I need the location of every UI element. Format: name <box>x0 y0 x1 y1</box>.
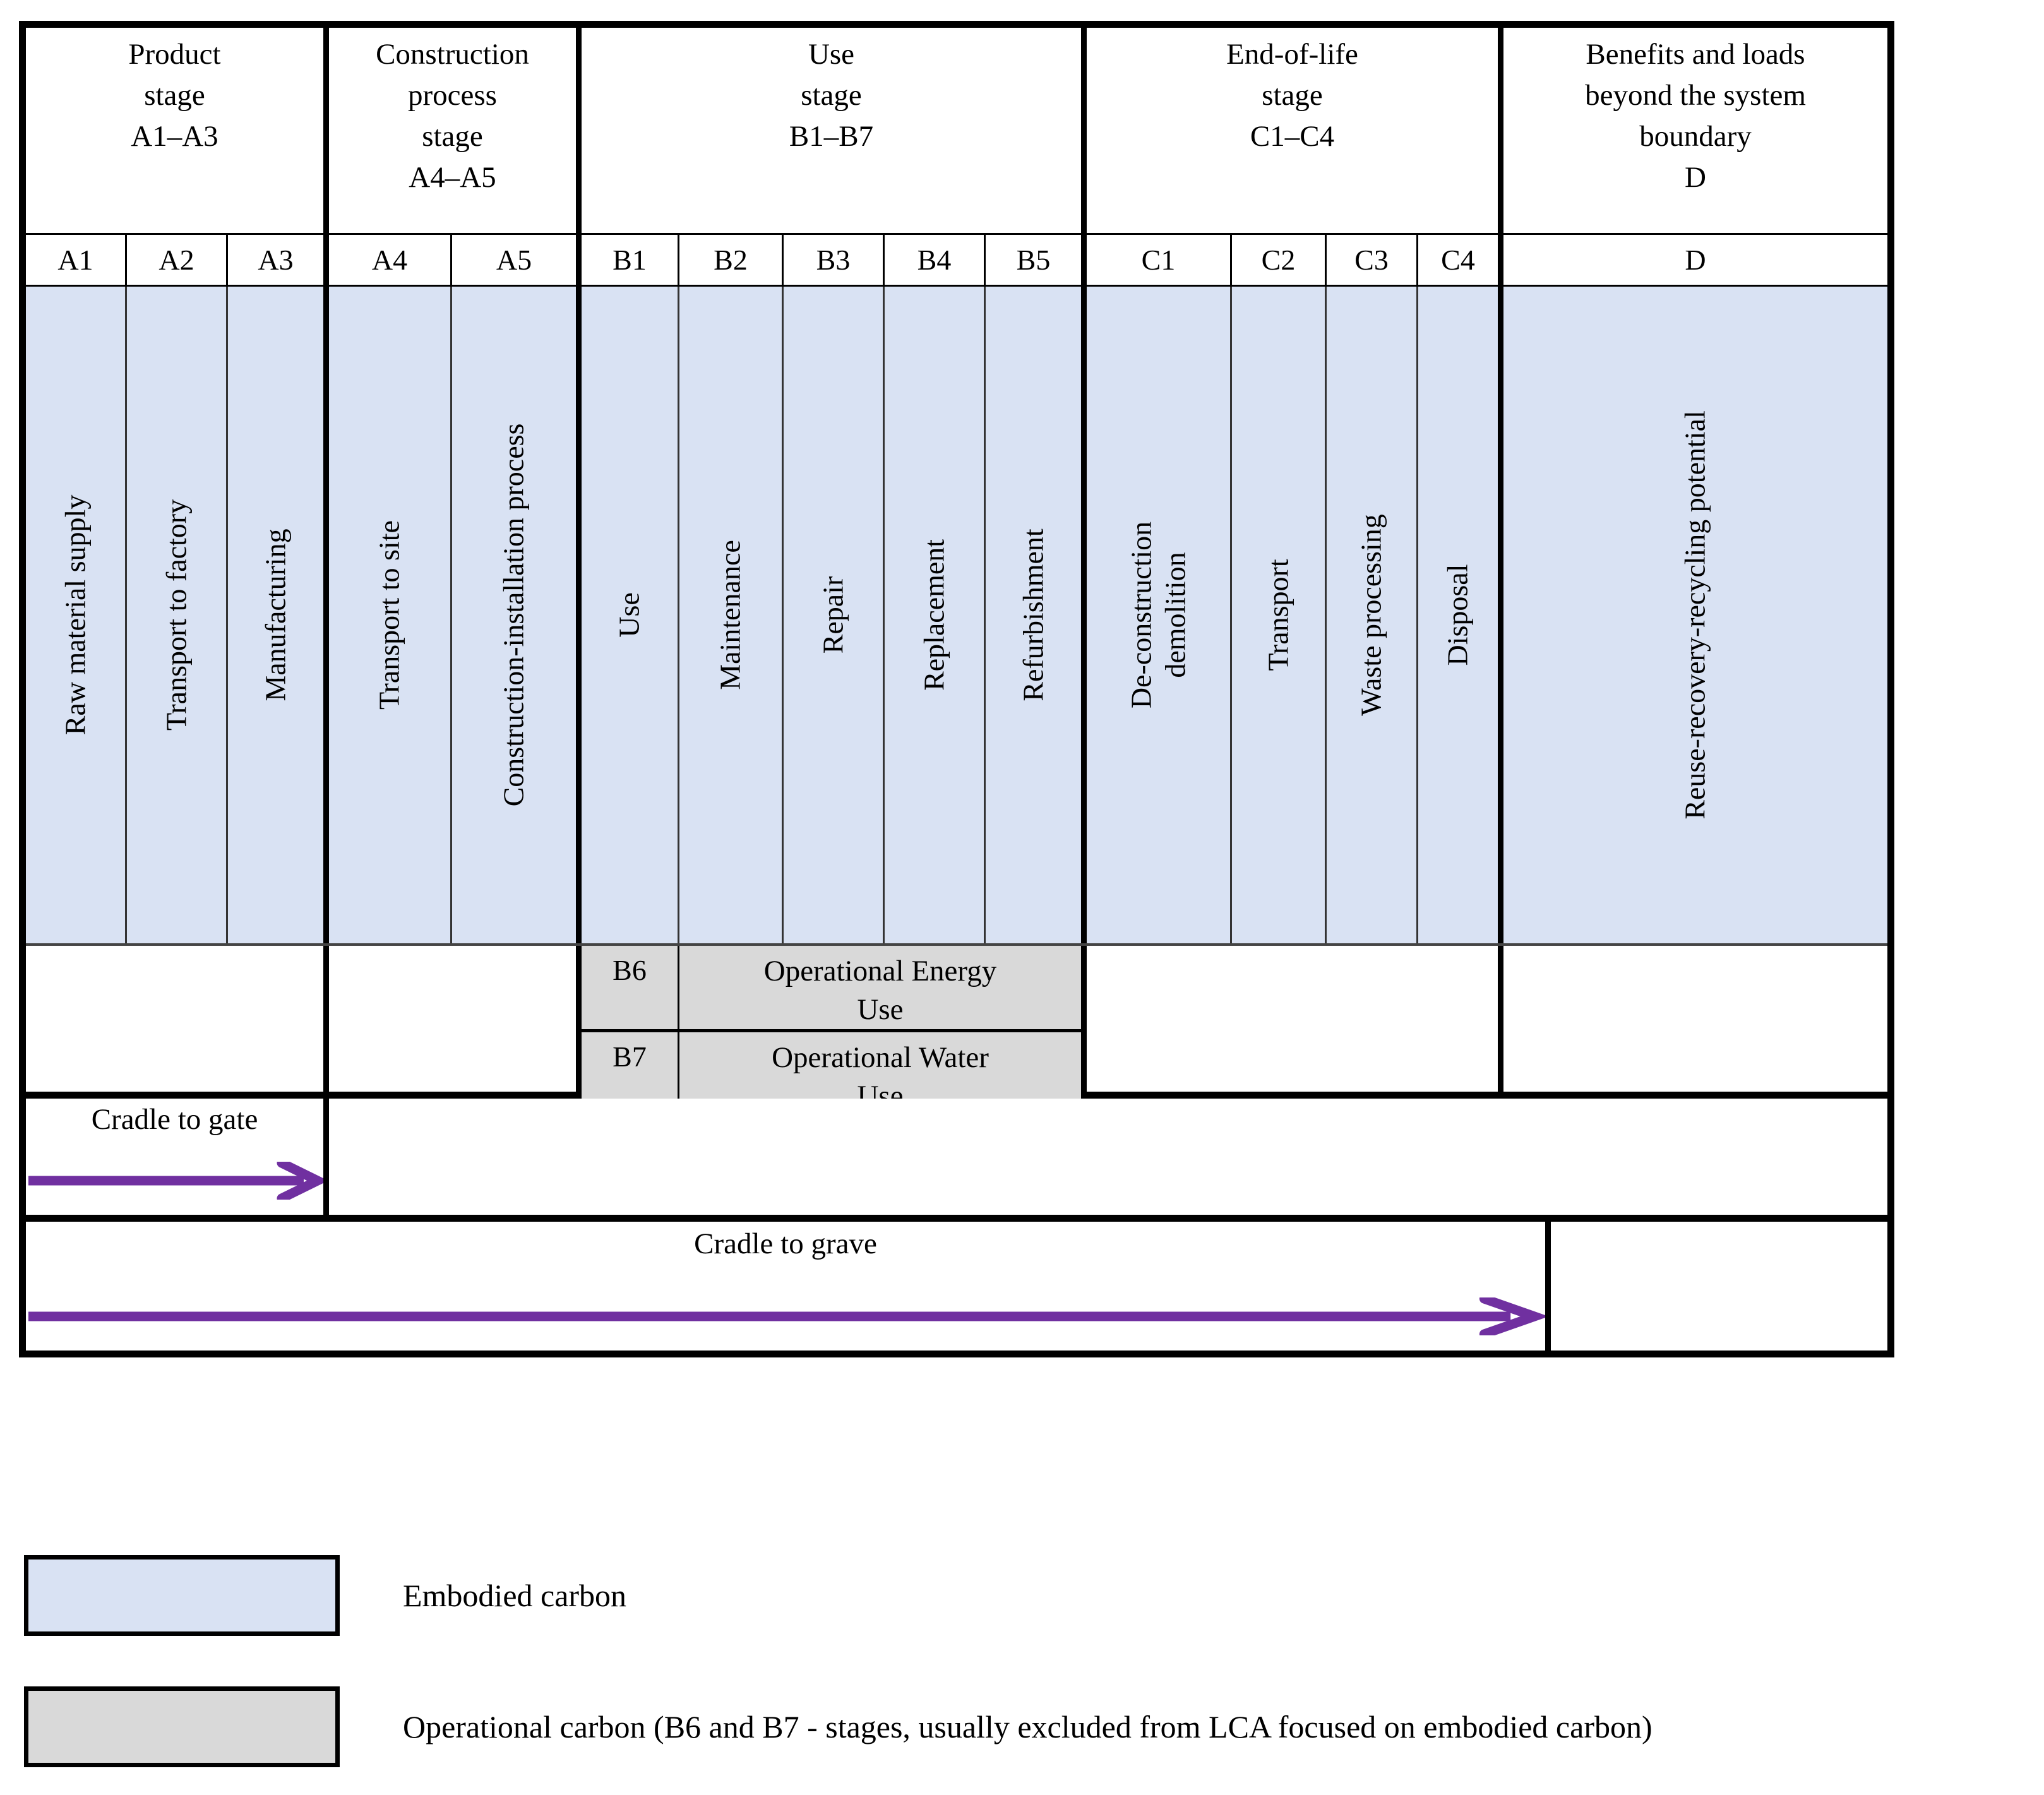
module-label-a3: Manufacturing <box>259 528 292 701</box>
stage-header-line: Construction <box>376 38 529 71</box>
operational-carbon-row: B6 Operational Energy Use B7 Operational… <box>26 943 1887 1116</box>
legend-swatch-operational <box>24 1686 340 1767</box>
stage-header-line: B1–B7 <box>789 119 874 153</box>
module-label-d: Reuse-recovery-recycling potential <box>1678 410 1711 820</box>
stage-header-line: beyond the system <box>1585 78 1806 112</box>
module-label-a5: Construction-installation process <box>497 423 530 807</box>
operational-blank-product <box>26 946 329 1092</box>
stage-header-use: Use stage B1–B7 <box>582 28 1087 233</box>
module-cell-a3: Manufacturing <box>228 287 329 943</box>
module-label-c4: Disposal <box>1441 564 1474 666</box>
embodied-carbon-band: Raw material supply Transport to factory… <box>26 285 1887 943</box>
legend-swatch-embodied <box>24 1555 340 1636</box>
stage-header-end-of-life: End-of-life stage C1–C4 <box>1087 28 1503 233</box>
stage-header-line: C1–C4 <box>1250 119 1335 153</box>
module-cell-a2: Transport to factory <box>127 287 228 943</box>
module-cell-b5: Refurbishment <box>986 287 1087 943</box>
module-cell-d: Reuse-recovery-recycling potential <box>1503 287 1887 943</box>
module-label-b4: Replacement <box>917 539 950 691</box>
stage-header-row: Product stage A1–A3 Construction process… <box>26 28 1887 233</box>
stage-header-line: stage <box>422 119 483 153</box>
operational-label-b6: Operational Energy Use <box>763 955 997 1027</box>
module-code-b4: B4 <box>885 235 986 285</box>
module-cell-a5: Construction-installation process <box>452 287 582 943</box>
module-label-b2: Maintenance <box>714 540 746 690</box>
module-code-b2: B2 <box>679 235 784 285</box>
stage-header-line: stage <box>144 78 205 112</box>
operational-blank-benefits <box>1503 946 1887 1092</box>
operational-carbon-stack: B6 Operational Energy Use B7 Operational… <box>582 946 1087 1116</box>
legend-item-embodied: Embodied carbon <box>24 1548 1981 1643</box>
cradle-to-gate-arrow <box>26 1162 323 1200</box>
cradle-to-gate-empty-area <box>329 1099 1887 1215</box>
module-cell-c3: Waste processing <box>1327 287 1418 943</box>
module-code-c1: C1 <box>1087 235 1232 285</box>
module-label-a1: Raw material supply <box>59 494 92 736</box>
stage-header-line: process <box>408 78 497 112</box>
cradle-to-grave-arrow <box>26 1297 1545 1335</box>
cradle-to-grave-row: Cradle to grave <box>26 1215 1887 1351</box>
stage-header-line: A1–A3 <box>131 119 218 153</box>
module-cell-c2: Transport <box>1232 287 1327 943</box>
stage-header-benefits-loads: Benefits and loads beyond the system bou… <box>1503 28 1887 233</box>
module-code-c3: C3 <box>1327 235 1418 285</box>
operational-code-b6: B6 <box>582 946 679 1030</box>
stage-header-line: End-of-life <box>1226 38 1358 71</box>
operational-blank-end-of-life <box>1087 946 1503 1092</box>
module-label-b3: Repair <box>816 576 849 654</box>
cradle-to-gate-row: Cradle to gate <box>26 1092 1887 1215</box>
stage-header-line: stage <box>1262 78 1323 112</box>
module-code-row: A1 A2 A3 A4 A5 B1 B2 B3 B4 B5 C1 C2 C3 C… <box>26 233 1887 285</box>
module-cell-c1: De-construction demolition <box>1087 287 1232 943</box>
stage-header-line: Use <box>808 38 855 71</box>
module-code-b5: B5 <box>986 235 1087 285</box>
cradle-to-grave-empty-area <box>1551 1222 1887 1351</box>
cradle-to-gate-label: Cradle to gate <box>91 1103 258 1136</box>
stage-header-product: Product stage A1–A3 <box>26 28 329 233</box>
operational-row-b6: B6 Operational Energy Use <box>582 946 1081 1030</box>
cradle-to-grave-scope: Cradle to grave <box>26 1222 1551 1351</box>
stage-header-line: Product <box>128 38 221 71</box>
legend: Embodied carbon Operational carbon (B6 a… <box>24 1548 1981 1774</box>
module-cell-b1: Use <box>582 287 679 943</box>
stage-header-line: stage <box>801 78 862 112</box>
module-code-a1: A1 <box>26 235 127 285</box>
stage-header-line: A4–A5 <box>409 160 496 194</box>
module-code-a3: A3 <box>228 235 329 285</box>
lca-stages-table: Product stage A1–A3 Construction process… <box>19 21 1894 1357</box>
module-code-b1: B1 <box>582 235 679 285</box>
module-cell-b3: Repair <box>784 287 885 943</box>
stage-header-line: boundary <box>1639 119 1752 153</box>
module-label-b1: Use <box>613 592 645 638</box>
module-code-c2: C2 <box>1232 235 1327 285</box>
operational-blank-construction <box>329 946 582 1092</box>
module-cell-a4: Transport to site <box>329 287 452 943</box>
operational-code-b7: B7 <box>582 1032 679 1116</box>
module-code-a4: A4 <box>329 235 452 285</box>
module-label-c3: Waste processing <box>1354 514 1387 716</box>
cradle-to-grave-label: Cradle to grave <box>694 1227 877 1260</box>
legend-label-embodied: Embodied carbon <box>403 1578 627 1613</box>
stage-header-construction: Construction process stage A4–A5 <box>329 28 582 233</box>
module-code-a5: A5 <box>452 235 582 285</box>
legend-label-operational: Operational carbon (B6 and B7 - stages, … <box>403 1709 1653 1744</box>
module-code-b3: B3 <box>784 235 885 285</box>
module-label-c1: De-construction demolition <box>1125 521 1192 709</box>
stage-header-line: Benefits and loads <box>1586 38 1805 71</box>
module-cell-b2: Maintenance <box>679 287 784 943</box>
stage-header-line: D <box>1685 160 1706 194</box>
module-cell-c4: Disposal <box>1418 287 1503 943</box>
cradle-to-gate-scope: Cradle to gate <box>26 1099 329 1215</box>
legend-item-operational: Operational carbon (B6 and B7 - stages, … <box>24 1679 1981 1774</box>
module-code-d: D <box>1685 244 1706 276</box>
module-label-a4: Transport to site <box>373 520 405 710</box>
module-label-b5: Refurbishment <box>1017 528 1049 701</box>
module-label-a2: Transport to factory <box>160 499 193 731</box>
module-cell-b4: Replacement <box>885 287 986 943</box>
module-label-c2: Transport <box>1262 559 1294 671</box>
module-code-a2: A2 <box>127 235 228 285</box>
module-cell-a1: Raw material supply <box>26 287 127 943</box>
module-code-c4: C4 <box>1418 235 1503 285</box>
